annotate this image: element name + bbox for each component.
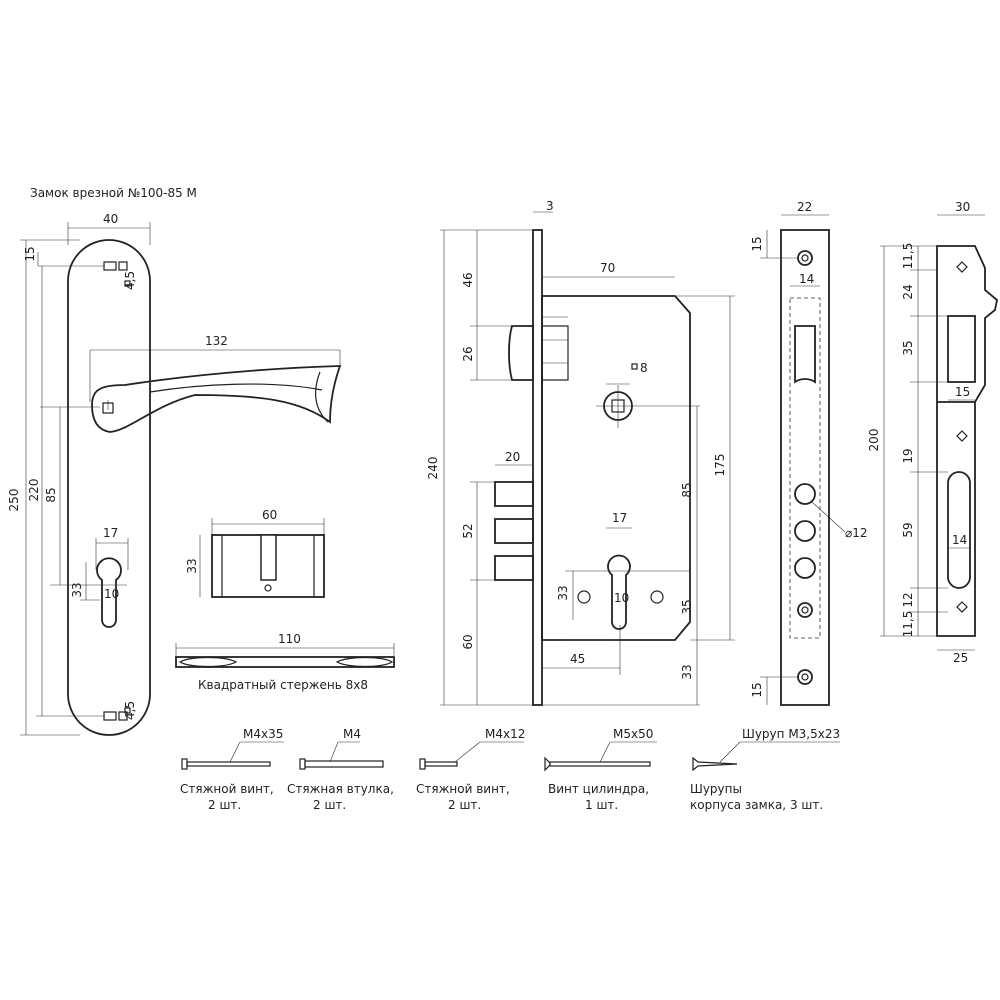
part-4-qty: 1 шт. — [585, 798, 618, 812]
strike-d2: 24 — [901, 284, 915, 299]
faceplate-hole-bottom-dim: 15 — [750, 682, 764, 697]
lock-85-dim: 85 — [680, 482, 694, 497]
strike-d3: 35 — [901, 340, 915, 355]
handle-cyl-width-dim: 17 — [103, 526, 118, 540]
deadbolt-2 — [494, 518, 534, 544]
part-2-qty: 2 шт. — [313, 798, 346, 812]
handle-lever — [91, 365, 342, 433]
part-5-qty: корпуса замка, 3 шт. — [690, 798, 823, 812]
faceplate-bolt-hole-3 — [794, 557, 816, 579]
strike-bottom-width-dim: 25 — [953, 651, 968, 665]
part-screw-m5x50 — [549, 761, 651, 767]
handle-cyl-slot-dim: 10 — [104, 587, 119, 601]
deadbolt-3 — [494, 555, 534, 581]
strike-d1: 11,5 — [901, 243, 915, 270]
part-2-name: Стяжная втулка, — [287, 782, 394, 796]
strike-d9: 11,5 — [901, 611, 915, 638]
strike-plate — [936, 245, 998, 637]
strike-plate-view: 30 11,5 24 35 19 59 12 11,5 200 15 14 25 — [867, 200, 998, 665]
part-3-qty: 2 шт. — [448, 798, 481, 812]
faceplate-side — [532, 229, 543, 706]
lock-175-dim: 175 — [713, 454, 727, 477]
lock-bottom-dim: 33 — [680, 664, 694, 679]
handle-keyhole — [96, 557, 122, 628]
lock-cyl-width-dim: 17 — [612, 511, 627, 525]
part-5-size: Шуруп М3,5х23 — [742, 727, 840, 741]
part-1-size: М4х35 — [243, 727, 283, 741]
handle-top-offset-dim: 15 — [23, 246, 37, 261]
part-1-name: Стяжной винт, — [180, 782, 274, 796]
lock-body-view: 3 70 240 46 26 20 52 60 8 17 33 10 85 17… — [426, 199, 735, 706]
lock-latch-height-dim: 26 — [461, 346, 475, 361]
lock-bolt-bottom-dim: 60 — [461, 634, 475, 649]
strike-total-dim: 200 — [867, 429, 881, 452]
handle-plate — [67, 239, 151, 736]
cyl-screw-right — [650, 590, 664, 604]
strike-d4: 15 — [955, 385, 970, 399]
faceplate-front — [780, 229, 830, 706]
part-4-size: М5х50 — [613, 727, 653, 741]
handle-cyl-height-dim: 33 — [70, 582, 84, 597]
strike-d6: 59 — [901, 522, 915, 537]
cylinder-length-dim: 60 — [262, 508, 277, 522]
handle-85-dim: 85 — [44, 487, 58, 502]
faceplate-front-view: 22 15 14 ⌀12 15 — [750, 200, 868, 706]
faceplate-bolt-hole-2 — [794, 520, 816, 542]
spindle-view: 110 Квадратный стержень 8х8 — [175, 632, 395, 692]
faceplate-bolt-hole-1 — [794, 483, 816, 505]
handle-width-dim: 40 — [103, 212, 118, 226]
lock-backset-dim: 70 — [600, 261, 615, 275]
part-1-qty: 2 шт. — [208, 798, 241, 812]
strike-d8: 12 — [901, 592, 915, 607]
strike-d7: 14 — [952, 533, 967, 547]
part-5-name: Шурупы — [690, 782, 742, 796]
parts-row: М4х35 Стяжной винт, 2 шт. М4 Стяжная вту… — [180, 727, 840, 812]
strike-bolt-window — [947, 471, 971, 589]
lock-spindle-square-dim: 8 — [640, 361, 648, 375]
part-4-name: Винт цилиндра, — [548, 782, 649, 796]
lock-cyl-h-dim: 33 — [556, 585, 570, 600]
spindle-label: Квадратный стержень 8х8 — [198, 678, 368, 692]
part-screw-m4x12 — [424, 761, 458, 767]
handle-total-dim: 250 — [7, 489, 21, 512]
handle-view: 40 250 15 85 220 132 4,5 4,5 17 33 10 — [7, 212, 342, 736]
spindle-bar — [175, 656, 395, 668]
cylinder-height-dim: 33 — [185, 558, 199, 573]
handle-lever-len-dim: 132 — [205, 334, 228, 348]
drawing-title: Замок врезной №100-85 М — [30, 186, 197, 200]
lock-faceplate-dim: 3 — [546, 199, 554, 213]
part-screw-m4x35 — [186, 761, 271, 767]
part-3-name: Стяжной винт, — [416, 782, 510, 796]
strike-latch-window — [947, 315, 976, 383]
lock-cyl-center-dim: 35 — [680, 599, 694, 614]
spindle-length-dim: 110 — [278, 632, 301, 646]
latch-bolt — [508, 325, 534, 381]
strike-width-dim: 30 — [955, 200, 970, 214]
faceplate-hole-top-dim: 15 — [750, 236, 764, 251]
deadbolt-1 — [494, 481, 534, 507]
lock-bolt-height-dim: 52 — [461, 523, 475, 538]
lock-latch-offset-dim: 46 — [461, 272, 475, 287]
cyl-screw-left — [577, 590, 591, 604]
lock-total-height-dim: 240 — [426, 457, 440, 480]
lock-cyl-backset-dim: 45 — [570, 652, 585, 666]
lock-cyl-slot-dim: 10 — [614, 591, 629, 605]
part-3-size: М4х12 — [485, 727, 525, 741]
faceplate-width-dim: 22 — [797, 200, 812, 214]
handle-220-dim: 220 — [27, 479, 41, 502]
faceplate-inner-width-dim: 14 — [799, 272, 814, 286]
cylinder-view: 60 33 — [185, 508, 325, 598]
faceplate-hole-dia-dim: ⌀12 — [845, 526, 868, 540]
part-2-size: М4 — [343, 727, 361, 741]
part-sleeve-m4 — [304, 760, 384, 768]
lock-bolt-depth-dim: 20 — [505, 450, 520, 464]
strike-d5: 19 — [901, 448, 915, 463]
lock-cyl-cutout — [607, 554, 631, 630]
